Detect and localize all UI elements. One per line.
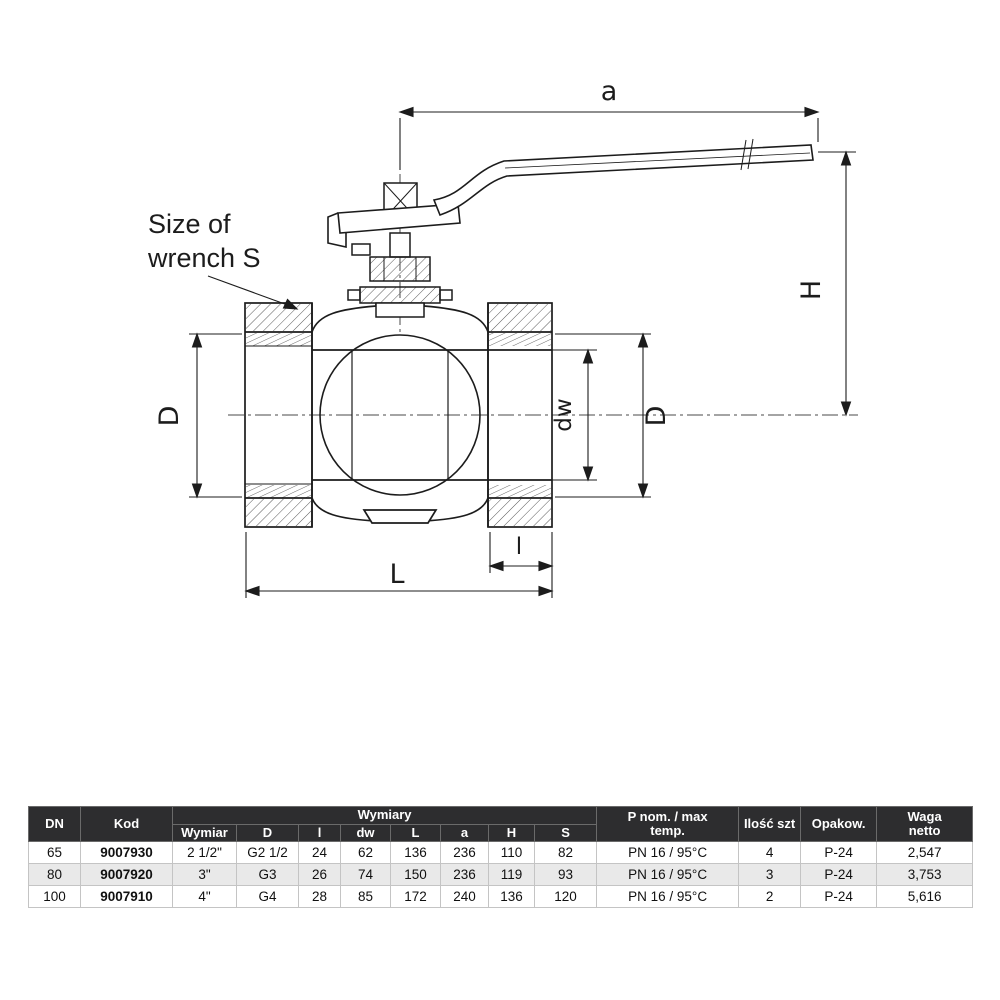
cell-l-small: 26 bbox=[298, 863, 341, 887]
col-header-d: D bbox=[236, 823, 299, 843]
cell-a: 236 bbox=[440, 841, 489, 865]
col-header-p-nom: P nom. / max temp. bbox=[596, 805, 740, 843]
cell-wymiar: 3" bbox=[172, 863, 237, 887]
cell-d: G2 1/2 bbox=[236, 841, 299, 865]
dim-label-L: L bbox=[389, 559, 404, 590]
cell-waga: 3,753 bbox=[876, 863, 974, 887]
col-header-dn: DN bbox=[28, 805, 81, 843]
cell-wymiar: 4" bbox=[172, 885, 237, 909]
stem-assembly bbox=[347, 182, 453, 318]
col-header-opakow: Opakow. bbox=[800, 805, 878, 843]
col-header-l-big: L bbox=[390, 823, 441, 843]
col-header-kod: Kod bbox=[80, 805, 173, 843]
cell-opakow: P-24 bbox=[800, 841, 878, 865]
table-row: 80 9007920 3" G3 26 74 150 236 119 93 PN… bbox=[28, 863, 974, 887]
cell-p-nom: PN 16 / 95°C bbox=[596, 841, 740, 865]
col-header-a: a bbox=[440, 823, 489, 843]
col-header-wymiar: Wymiar bbox=[172, 823, 237, 843]
cell-waga: 5,616 bbox=[876, 885, 974, 909]
dim-label-l: l bbox=[516, 534, 522, 560]
cell-dw: 74 bbox=[340, 863, 391, 887]
cell-ilosc: 2 bbox=[738, 885, 802, 909]
cell-dn: 65 bbox=[28, 841, 81, 865]
p-nom-line1: P nom. / max bbox=[627, 808, 708, 824]
col-header-ilosc: Ilość szt bbox=[738, 805, 802, 843]
cell-dn: 80 bbox=[28, 863, 81, 887]
wrench-note-line1: Size of bbox=[148, 209, 231, 239]
cell-p-nom: PN 16 / 95°C bbox=[596, 863, 740, 887]
cell-dn: 100 bbox=[28, 885, 81, 909]
cell-waga: 2,547 bbox=[876, 841, 974, 865]
col-header-waga: Waga netto bbox=[876, 805, 974, 843]
table-row: 100 9007910 4" G4 28 85 172 240 136 120 … bbox=[28, 885, 974, 909]
valve-body bbox=[244, 302, 553, 528]
col-header-wymiary: Wymiary bbox=[171, 806, 598, 825]
cell-l-small: 28 bbox=[298, 885, 341, 909]
col-header-dw: dw bbox=[340, 823, 391, 843]
drain-plug bbox=[362, 509, 438, 524]
dimension-D-left: D bbox=[154, 332, 242, 499]
cell-h: 110 bbox=[488, 841, 535, 865]
spec-table: DN Kod Wymiary P nom. / max temp. Ilość … bbox=[28, 805, 974, 909]
cell-l-small: 24 bbox=[298, 841, 341, 865]
dim-label-D-left: D bbox=[154, 406, 185, 427]
waga-line2: netto bbox=[908, 823, 941, 839]
gland-nut bbox=[369, 256, 431, 282]
dim-label-a: a bbox=[601, 76, 618, 107]
cell-wymiar: 2 1/2" bbox=[172, 841, 237, 865]
cell-a: 240 bbox=[440, 885, 489, 909]
dimension-a: a bbox=[398, 76, 820, 170]
cell-p-nom: PN 16 / 95°C bbox=[596, 885, 740, 909]
dimension-L: L bbox=[244, 532, 554, 598]
cell-opakow: P-24 bbox=[800, 885, 878, 909]
waga-line1: Waga bbox=[907, 808, 942, 824]
wrench-note-line2: wrench S bbox=[147, 243, 261, 273]
dim-label-dw: dw bbox=[551, 398, 577, 431]
bonnet-flange bbox=[359, 286, 441, 304]
handle-arm bbox=[432, 144, 814, 217]
cell-kod: 9007920 bbox=[80, 863, 173, 887]
col-header-l-small: l bbox=[298, 823, 341, 843]
lever-handle bbox=[327, 138, 814, 248]
cell-dw: 85 bbox=[340, 885, 391, 909]
cell-a: 236 bbox=[440, 863, 489, 887]
cell-ilosc: 4 bbox=[738, 841, 802, 865]
dim-label-D-right: D bbox=[641, 406, 672, 427]
valve-technical-drawing: a H D dw bbox=[147, 76, 858, 598]
stop-pin bbox=[351, 243, 371, 256]
cell-l-big: 150 bbox=[390, 863, 441, 887]
cell-kod: 9007930 bbox=[80, 841, 173, 865]
table-row: 65 9007930 2 1/2" G2 1/2 24 62 136 236 1… bbox=[28, 841, 974, 865]
col-header-h: H bbox=[488, 823, 535, 843]
dimension-H: H bbox=[796, 150, 856, 417]
handle-plate bbox=[337, 203, 461, 234]
cell-s: 120 bbox=[533, 885, 598, 909]
p-nom-line2: temp. bbox=[650, 823, 685, 839]
cell-s: 82 bbox=[533, 841, 598, 865]
cell-dw: 62 bbox=[340, 841, 391, 865]
cell-h: 136 bbox=[488, 885, 535, 909]
dimension-D-right: D bbox=[555, 332, 672, 499]
cell-opakow: P-24 bbox=[800, 863, 878, 887]
cell-l-big: 172 bbox=[390, 885, 441, 909]
cell-d: G3 bbox=[236, 863, 299, 887]
cell-kod: 9007910 bbox=[80, 885, 173, 909]
cell-ilosc: 3 bbox=[738, 863, 802, 887]
dimension-l: l bbox=[488, 532, 554, 573]
cell-h: 119 bbox=[488, 863, 535, 887]
cell-s: 93 bbox=[533, 863, 598, 887]
cell-d: G4 bbox=[236, 885, 299, 909]
cell-l-big: 136 bbox=[390, 841, 441, 865]
col-header-s: S bbox=[533, 823, 598, 843]
wrench-note: Size of wrench S bbox=[147, 209, 299, 310]
dim-label-H: H bbox=[796, 280, 827, 300]
dimension-dw: dw bbox=[551, 348, 597, 482]
ball bbox=[319, 334, 481, 496]
